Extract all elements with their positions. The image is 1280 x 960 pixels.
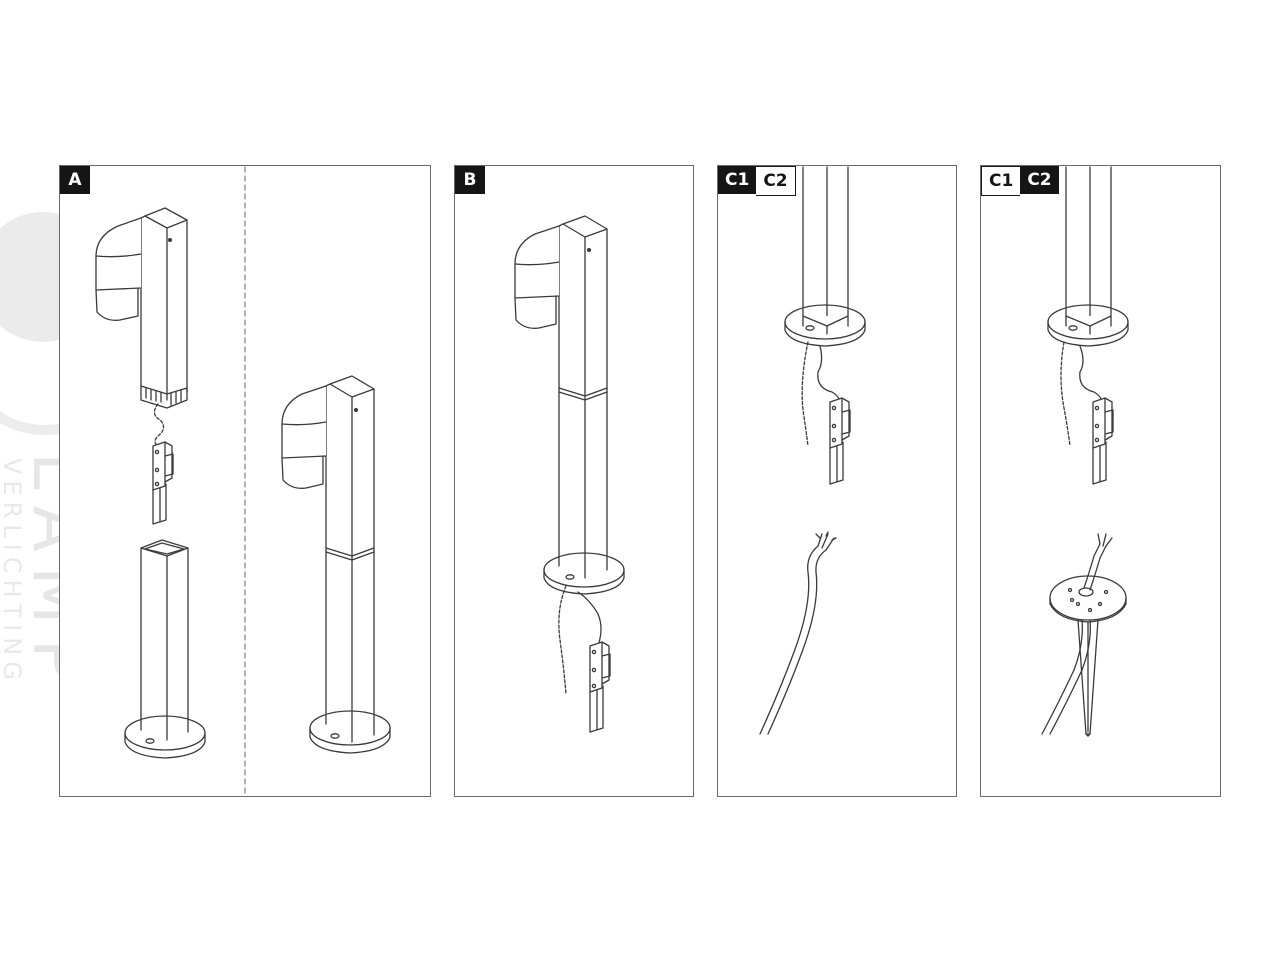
wire-a — [153, 403, 165, 447]
tag-b: B — [455, 166, 485, 194]
panel-a-tag: A — [60, 166, 90, 196]
assembled-bollard-a — [281, 375, 391, 754]
lamp-head-a — [95, 207, 188, 409]
spike-anchor-c2 — [1041, 533, 1127, 737]
bollard-b — [514, 215, 625, 733]
tag-a: A — [60, 166, 90, 194]
tag-c1: C1 — [718, 166, 757, 194]
tag-c2: C2 — [756, 166, 796, 196]
ground-cable-c1 — [759, 531, 837, 735]
tag-c1-second: C1 — [981, 166, 1021, 196]
panel-c-first-tag: C1 C2 — [718, 166, 796, 196]
panel-c-second-tag: C1 C2 — [981, 166, 1059, 196]
tag-c2-second: C2 — [1020, 166, 1059, 194]
post-base-c1 — [784, 166, 866, 485]
panel-b-tag: B — [455, 166, 485, 196]
panel-b: B — [454, 165, 694, 797]
post-base-a — [124, 539, 206, 759]
post-base-c2 — [1047, 166, 1129, 485]
connector-a — [152, 441, 174, 525]
